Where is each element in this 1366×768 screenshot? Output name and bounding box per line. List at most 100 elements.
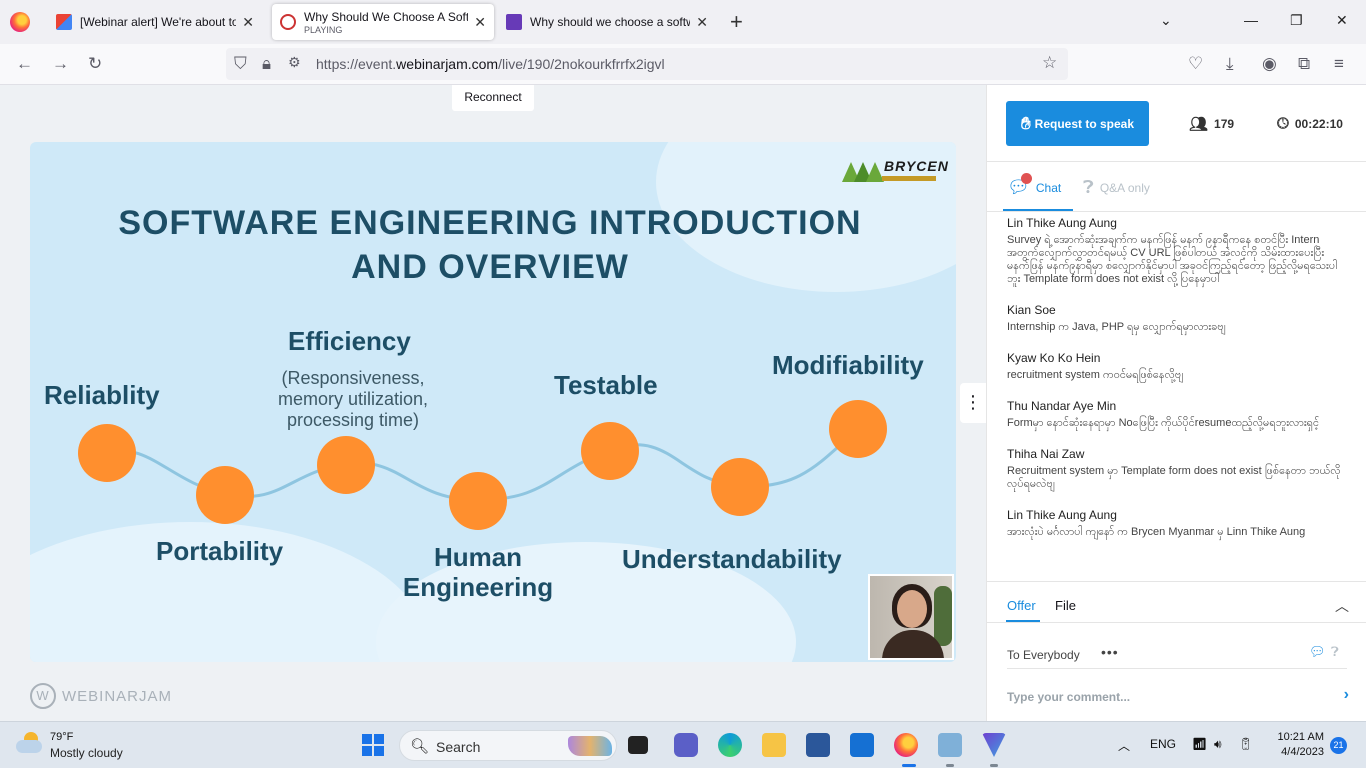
tab-title: [Webinar alert] We're about to s <box>80 15 237 29</box>
modifiability-dot <box>829 400 887 458</box>
tab-gmail[interactable]: [Webinar alert] We're about to s ✕ <box>48 4 262 40</box>
start-icon[interactable] <box>362 734 384 756</box>
teams-chat-icon[interactable] <box>674 733 698 757</box>
account-icon[interactable]: ◉ <box>1262 54 1277 73</box>
chat-author: Kyaw Ko Ko Hein <box>1007 351 1101 365</box>
permissions-icon[interactable]: ⚙ <box>288 54 301 70</box>
firefox-taskbar-icon[interactable] <box>894 733 918 757</box>
comment-input[interactable]: Type your comment... <box>1007 690 1131 704</box>
extensions-icon[interactable]: ⧉ <box>1298 54 1311 73</box>
close-icon[interactable]: ✕ <box>696 13 708 30</box>
playing-label: PLAYING <box>304 24 343 35</box>
bookmark-star-icon[interactable]: ☆ <box>1042 53 1058 72</box>
question-icon: ❓︎ <box>1083 177 1094 197</box>
collapse-chevron-icon[interactable]: ︿ <box>1335 598 1349 614</box>
tab-webinar-active[interactable]: Why Should We Choose A Softw PLAYING ✕ <box>272 4 494 40</box>
chat-author: Lin Thike Aung Aung <box>1007 508 1117 522</box>
reload-icon[interactable]: ↻ <box>88 54 103 73</box>
testable-label: Testable <box>554 370 658 400</box>
weather-condition[interactable]: Mostly cloudy <box>50 746 123 760</box>
reconnect-button[interactable]: Reconnect <box>452 85 534 111</box>
efficiency-sublabel: (Responsiveness, memory utilization, pro… <box>277 368 429 430</box>
navigation-bar: ← → ↻ ⛉ 🔒︎ ⚙ https://event.webinarjam.co… <box>0 44 1366 85</box>
taskbar-search[interactable]: 🔍︎ Search <box>399 730 617 761</box>
chat-composer: Offer File ︿ To Everybody ••• 💬︎ ❓︎ Type… <box>987 581 1366 721</box>
slide-title-line2: AND OVERVIEW <box>351 248 629 286</box>
question-mode-icon[interactable]: ❓︎ <box>1331 644 1339 659</box>
search-icon: 🔍︎ <box>410 738 430 755</box>
tab-qa-only[interactable]: ❓︎ Q&A only <box>1083 177 1150 197</box>
store-icon[interactable] <box>806 733 830 757</box>
more-options-icon[interactable]: ⋮ <box>960 383 986 423</box>
shield-icon[interactable]: ⛉ <box>234 54 247 73</box>
tab-list-dropdown-icon[interactable]: ⌄ <box>1160 12 1172 28</box>
task-view-icon[interactable] <box>628 736 648 754</box>
photos-icon[interactable] <box>938 733 962 757</box>
forward-icon[interactable]: → <box>52 54 69 73</box>
chat-message: Lin Thike Aung Aung Survey ရဲ့ အောက်ဆုံး… <box>1007 213 1347 286</box>
tab-title: Why Should We Choose A Softw <box>304 9 469 24</box>
tray-overflow-icon[interactable]: ︿ <box>1118 739 1131 753</box>
close-icon[interactable]: ✕ <box>242 13 254 30</box>
clock-icon: 🕓︎ <box>1277 115 1289 132</box>
tab-chat[interactable]: 💬︎ Chat <box>1007 173 1061 198</box>
browser-tab-strip: [Webinar alert] We're about to s ✕ Why S… <box>0 0 1366 44</box>
minimize-button[interactable]: — <box>1244 12 1258 28</box>
webinarjam-logo-icon: W <box>30 683 56 709</box>
menu-icon[interactable]: ≡ <box>1334 54 1344 73</box>
wifi-icon[interactable]: 📶︎ <box>1192 737 1208 751</box>
portability-dot <box>196 466 254 524</box>
pocket-icon[interactable]: ♡ <box>1188 54 1204 73</box>
edge-icon[interactable] <box>718 733 742 757</box>
new-tab-button[interactable]: + <box>730 9 743 34</box>
mail-icon[interactable] <box>850 733 874 757</box>
vpn-app-icon[interactable] <box>982 733 1006 757</box>
presenter-video[interactable] <box>868 574 954 660</box>
more-dots-icon[interactable]: ••• <box>1101 644 1119 660</box>
chat-text: Recruitment system မှာ Template form doe… <box>1007 465 1341 490</box>
chat-messages: Lin Thike Aung Aung Survey ရဲ့ အောက်ဆုံး… <box>987 213 1366 577</box>
request-to-speak-button[interactable]: ✋︎ Request to speak <box>1006 101 1149 146</box>
chat-message: Thiha Nai Zaw Recruitment system မှာ Tem… <box>1007 444 1347 491</box>
understandability-dot <box>711 458 769 516</box>
weather-icon[interactable] <box>16 732 42 754</box>
recipient-selector[interactable]: To Everybody <box>1007 648 1080 662</box>
notification-badge[interactable]: 21 <box>1330 737 1347 754</box>
address-bar[interactable]: ⛉ 🔒︎ ⚙ https://event.webinarjam.com/live… <box>226 48 1068 80</box>
efficiency-dot <box>317 436 375 494</box>
understandability-label: Understandability <box>622 544 842 574</box>
tab-file[interactable]: File <box>1055 598 1076 613</box>
chat-author: Thu Nandar Aye Min <box>1007 399 1117 413</box>
tab-offer[interactable]: Offer <box>1007 598 1036 613</box>
attendee-count: 👥︎ 179 <box>1189 116 1235 133</box>
elapsed-timer: 🕓︎ 00:22:10 <box>1277 115 1343 132</box>
chat-text: Formမှာ နောင်ဆုံးနေရာမှာ Noဖြေပြီး ကိုယ်… <box>1007 417 1320 429</box>
tab-forms[interactable]: Why should we choose a softwa ✕ <box>498 4 716 40</box>
chat-text: Internship က Java, PHP ရမှ လျှောက်ရမှာလာ… <box>1007 321 1226 333</box>
brycen-logo: BRYCEN <box>842 156 948 184</box>
url-text[interactable]: https://event.webinarjam.com/live/190/2n… <box>316 56 665 72</box>
reliability-label: Reliablity <box>44 380 160 410</box>
slide-title-line1: SOFTWARE ENGINEERING INTRODUCTION <box>118 204 862 242</box>
chat-text: အားလုံးပဲ မင်္ဂလာပါ ကျနော် က Brycen Myan… <box>1007 526 1306 538</box>
temperature[interactable]: 79°F <box>50 731 74 743</box>
restore-button[interactable]: ❐ <box>1290 12 1303 28</box>
back-icon[interactable]: ← <box>16 54 33 73</box>
windows-taskbar: 79°F Mostly cloudy 🔍︎ Search ︿ ENG 📶︎ 🔊︎… <box>0 721 1366 768</box>
portability-label: Portability <box>156 536 284 566</box>
chat-message: Kian Soe Internship က Java, PHP ရမှ လျှေ… <box>1007 300 1347 334</box>
lock-icon[interactable]: 🔒︎ <box>262 54 272 73</box>
firefox-icon[interactable] <box>10 12 30 32</box>
download-icon[interactable]: ⤓ <box>1226 54 1234 73</box>
chat-mode-icon[interactable]: 💬︎ <box>1309 644 1326 659</box>
battery-icon[interactable]: 🔋︎ <box>1238 737 1254 751</box>
close-window-button[interactable]: ✕ <box>1336 12 1348 28</box>
unread-badge <box>1021 173 1032 184</box>
volume-icon[interactable]: 🔊︎ <box>1214 737 1222 751</box>
chat-author: Lin Thike Aung Aung <box>1007 216 1117 230</box>
file-explorer-icon[interactable] <box>762 733 786 757</box>
close-icon[interactable]: ✕ <box>474 13 486 30</box>
language-indicator[interactable]: ENG <box>1150 737 1177 751</box>
system-clock[interactable]: 10:21 AM 4/4/2023 <box>1277 731 1324 758</box>
send-icon[interactable]: › <box>1343 686 1349 703</box>
